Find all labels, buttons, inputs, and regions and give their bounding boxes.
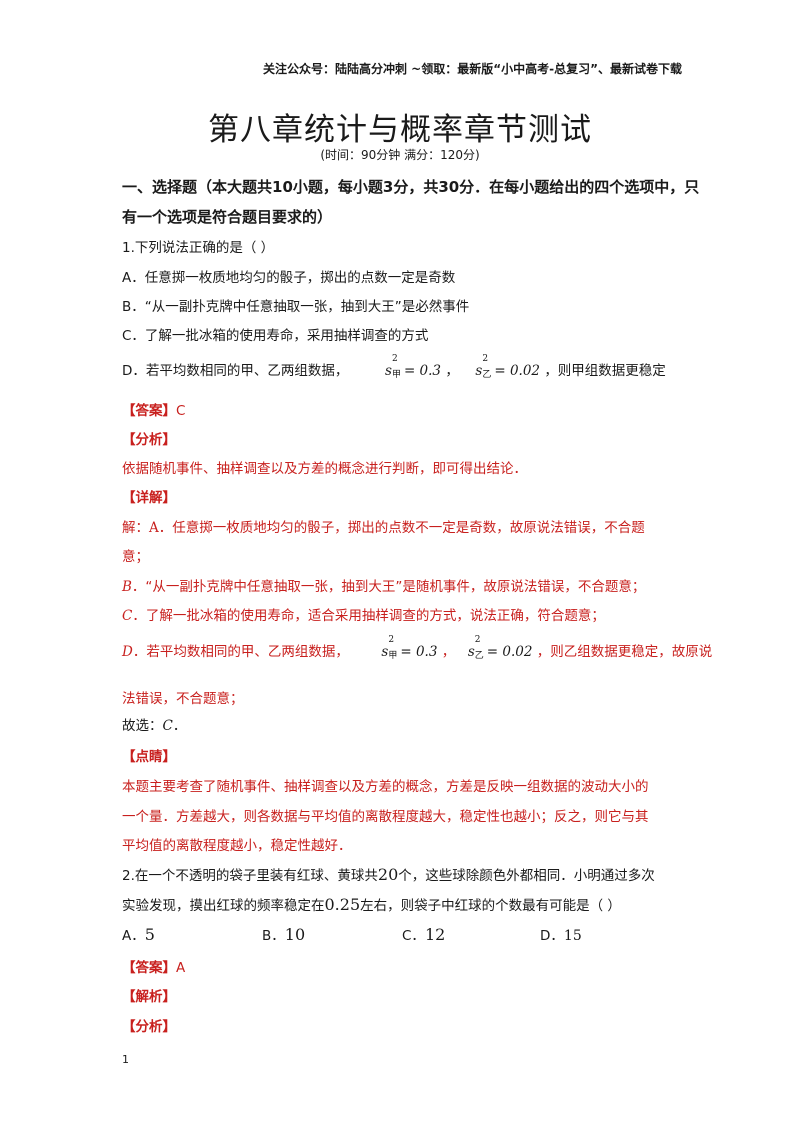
q1-option-d-pre: D．若平均数相同的甲、乙两组数据， bbox=[122, 363, 349, 379]
q1-choose: 故选：C． bbox=[122, 718, 187, 734]
q1-analysis: 依据随机事件、抽样调查以及方差的概念进行判断，即可得出结论． bbox=[122, 461, 527, 477]
q1-option-d-post: ，则甲组数据更稳定 bbox=[544, 363, 666, 379]
q1-option-c: C．了解一批冰箱的使用寿命，采用抽样调查的方式 bbox=[122, 328, 429, 344]
q2-option-d: D．15 bbox=[540, 928, 582, 944]
q1-comment-line2: 一个量．方差越大，则各数据与平均值的离散程度越大，稳定性也越小；反之，则它与其 bbox=[122, 809, 649, 825]
q2-answer: 【答案】A bbox=[122, 960, 186, 976]
q1-option-b: B．“从一副扑克牌中任意抽取一张，抽到大王”是必然事件 bbox=[122, 299, 470, 315]
q1-detail-tag: 【详解】 bbox=[122, 490, 176, 506]
q2-stem-line1: 2.在一个不透明的袋子里装有红球、黄球共20个，这些球除颜色外都相同．小明通过多… bbox=[122, 865, 655, 884]
q1-comment-line3: 平均值的离散程度越小，稳定性越好． bbox=[122, 838, 352, 854]
q1-comment-tag: 【点睛】 bbox=[122, 749, 176, 765]
q1-detail-line4-cont: 法错误，不合题意； bbox=[122, 691, 244, 707]
section-heading-line1: 一、选择题（本大题共10小题，每小题3分，共30分．在每小题给出的四个选项中，只 bbox=[122, 178, 700, 196]
q2-stem-line2: 实验发现，摸出红球的频率稳定在0.25左右，则袋子中红球的个数最有可能是（ ） bbox=[122, 895, 621, 914]
q1-stem: 1.下列说法正确的是（ ） bbox=[122, 240, 275, 256]
q2-analysis-tag: 【分析】 bbox=[122, 1019, 176, 1035]
q1-analysis-tag: 【分析】 bbox=[122, 432, 176, 448]
q2-option-a: A．5 bbox=[122, 925, 155, 944]
q2-option-c: C．12 bbox=[402, 925, 446, 944]
q1-detail-line1: 解：A．任意掷一枚质地均匀的骰子，掷出的点数不一定是奇数，故原说法错误，不合题 bbox=[122, 520, 645, 536]
page-header: 关注公众号：陆陆高分冲刺 ~领取：最新版“小中高考-总复习”、最新试卷下载 bbox=[263, 62, 682, 76]
q2-option-b: B．10 bbox=[262, 925, 306, 944]
section-heading-line2: 有一个选项是符合题目要求的） bbox=[122, 208, 333, 226]
q1-answer: 【答案】C bbox=[122, 403, 186, 419]
q1-comment-line1: 本题主要考查了随机事件、抽样调查以及方差的概念，方差是反映一组数据的波动大小的 bbox=[122, 779, 649, 795]
page-number: 1 bbox=[122, 1053, 129, 1066]
q1-detail-line2: B．“从一副扑克牌中任意抽取一张，抽到大王”是随机事件，故原说法错误，不合题意； bbox=[122, 579, 646, 595]
q2-parse-tag: 【解析】 bbox=[122, 989, 176, 1005]
page-title: 第八章统计与概率章节测试 bbox=[208, 112, 592, 148]
q1-detail-line3: C．了解一批冰箱的使用寿命，适合采用抽样调查的方式，说法正确，符合题意； bbox=[122, 608, 605, 624]
q1-detail-line1-cont: 意； bbox=[122, 549, 149, 565]
page-subtitle: (时间：90分钟 满分：120分) bbox=[320, 148, 480, 162]
q1-option-a: A．任意掷一枚质地均匀的骰子，掷出的点数一定是奇数 bbox=[122, 270, 456, 286]
